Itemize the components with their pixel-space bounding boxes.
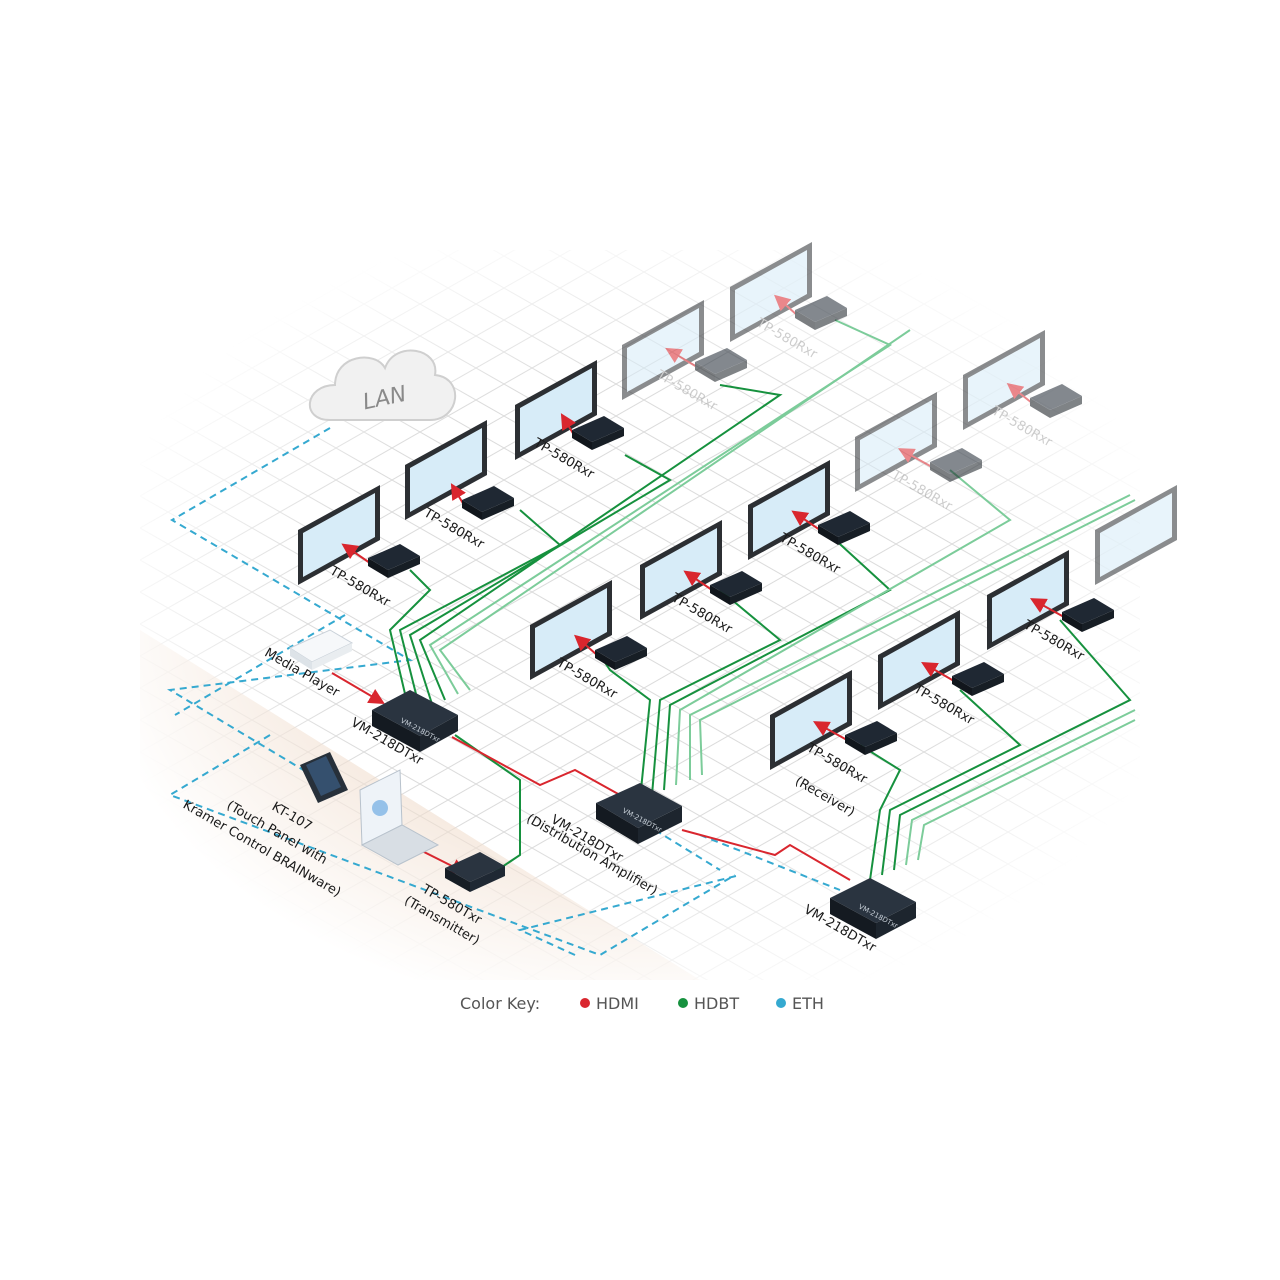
legend-title: Color Key: bbox=[460, 994, 540, 1013]
legend-eth-label: ETH bbox=[792, 994, 824, 1013]
receiver-device bbox=[952, 662, 1004, 688]
legend-hdbt-dot bbox=[678, 998, 688, 1008]
lan-cloud-icon: LAN bbox=[309, 349, 457, 421]
legend-hdmi-dot bbox=[580, 998, 590, 1008]
receiver-device bbox=[818, 511, 870, 537]
receiver-device bbox=[695, 348, 747, 374]
receiver-device bbox=[595, 636, 647, 662]
receiver-device bbox=[1030, 384, 1082, 410]
laptop-icon bbox=[359, 769, 440, 866]
legend-hdbt-label: HDBT bbox=[694, 994, 739, 1013]
receiver-device bbox=[930, 448, 982, 474]
display-unit: TP-580Rxr bbox=[963, 330, 1082, 451]
display-unit: TP-580Rxr bbox=[530, 580, 647, 703]
receiver-device bbox=[795, 296, 847, 322]
receiver-device bbox=[368, 544, 420, 570]
legend-hdmi-label: HDMI bbox=[596, 994, 639, 1013]
receiver-device bbox=[462, 486, 514, 512]
display-unit: TP-580Rxr bbox=[770, 670, 897, 788]
display-unit: TP-580Rxr bbox=[640, 520, 762, 638]
receiver-device bbox=[572, 416, 624, 442]
receiver-device bbox=[710, 571, 762, 597]
color-key-legend: Color Key: HDMI HDBT ETH bbox=[460, 994, 824, 1013]
display-unit bbox=[1095, 485, 1177, 585]
eth-cables bbox=[167, 427, 841, 957]
receiver-device bbox=[1062, 598, 1114, 624]
receiver-device bbox=[845, 721, 897, 747]
legend-eth-dot bbox=[776, 998, 786, 1008]
